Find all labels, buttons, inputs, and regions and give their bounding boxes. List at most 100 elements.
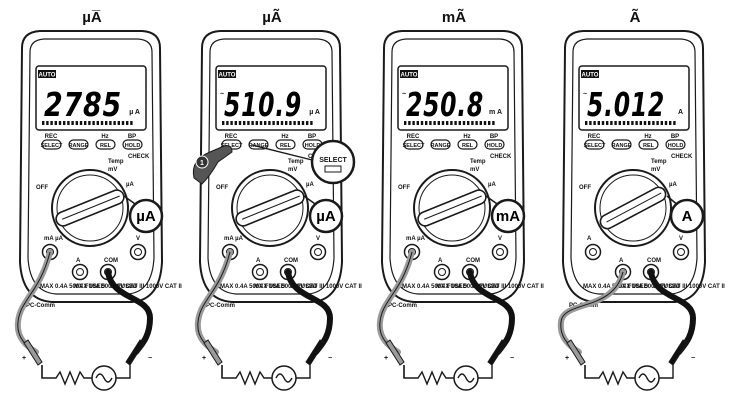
button-label: RANGE — [612, 143, 632, 149]
button-rel[interactable] — [638, 139, 659, 150]
button-range[interactable] — [611, 139, 632, 150]
jack-label-a: A — [619, 258, 624, 264]
button-label: SELECT — [41, 143, 63, 149]
input-jack-core — [677, 248, 685, 256]
input-jack-core — [76, 268, 84, 276]
input-jack-core — [256, 268, 264, 276]
button-top-label: BP — [308, 134, 316, 140]
ac-wave-icon — [275, 373, 293, 383]
brand-label: PC-Comm — [26, 303, 55, 309]
input-jack-label: mA µA — [224, 236, 244, 242]
bargraph-segment — [247, 121, 250, 125]
jack-note-right: 600V CAT III 1000V CAT II — [653, 284, 725, 290]
check-label: CHECK — [671, 154, 693, 160]
button-label: HOLD — [305, 143, 321, 149]
ac-symbol: ~ — [583, 91, 587, 98]
button-label: SELECT — [584, 143, 606, 149]
plus-sign: + — [384, 355, 388, 362]
bargraph-segment — [243, 121, 246, 125]
circuit-wire — [116, 365, 131, 379]
bargraph-segment — [84, 121, 87, 125]
bargraph-segment — [408, 121, 411, 125]
button-select[interactable] — [584, 139, 605, 150]
button-label: RANGE — [431, 143, 451, 149]
button-select[interactable] — [41, 139, 62, 150]
jack-note-left: MAX 0.4A 500V FUSED — [220, 284, 286, 290]
bargraph-segment — [618, 121, 621, 125]
meter-inner-rim — [207, 38, 335, 295]
bargraph-segment — [71, 121, 74, 125]
bargraph-segment — [46, 121, 49, 125]
meter-heading: mÃ — [442, 8, 466, 26]
check-label: CHECK — [128, 154, 150, 160]
input-jack-label: A — [587, 236, 592, 242]
bargraph-segment — [272, 121, 275, 125]
button-rel[interactable] — [457, 139, 478, 150]
lcd-screen — [397, 65, 509, 131]
bargraph-segment — [483, 121, 487, 125]
rotary-dial[interactable] — [231, 169, 309, 247]
circuit-wire — [659, 365, 674, 379]
jack-label-com: COM — [104, 258, 118, 264]
dial-pointer-line — [606, 192, 662, 223]
lcd-screen — [35, 65, 147, 131]
bargraph-segment — [614, 121, 617, 125]
button-range[interactable] — [248, 139, 269, 150]
minus-sign: − — [691, 355, 695, 362]
ac-symbol: ~ — [402, 91, 406, 98]
mode-label-temp: Temp — [470, 159, 486, 165]
meter-inner-rim — [389, 38, 517, 295]
bargraph-segment — [276, 121, 279, 125]
bargraph-segment — [293, 121, 296, 125]
button-hold[interactable] — [484, 139, 505, 150]
jack-note-mid: MAX 10A 500V FUSED — [617, 284, 681, 290]
button-range[interactable] — [430, 139, 451, 150]
button-select[interactable] — [403, 139, 424, 150]
bargraph-segment — [105, 121, 108, 125]
button-range[interactable] — [68, 139, 89, 150]
bargraph-segment — [109, 121, 112, 125]
bargraph-segment — [268, 121, 271, 125]
button-hold[interactable] — [122, 139, 143, 150]
bargraph-segment — [656, 121, 659, 125]
bargraph-segment — [589, 121, 592, 125]
bargraph-segment — [492, 121, 495, 125]
button-rel[interactable] — [275, 139, 296, 150]
auto-badge — [400, 70, 418, 78]
bargraph-segment — [660, 121, 663, 125]
rotary-dial[interactable] — [594, 169, 672, 247]
button-hold[interactable] — [665, 139, 686, 150]
meter-inner-rim — [570, 38, 698, 295]
input-jack-core — [589, 248, 597, 256]
jack-label-v: V — [498, 236, 502, 242]
brand-label: PC-Comm — [388, 303, 417, 309]
bargraph-segment — [585, 121, 588, 125]
mode-callout-label: A — [682, 208, 693, 225]
rotary-dial[interactable] — [413, 169, 491, 247]
circuit-wire — [478, 365, 493, 379]
red-probe — [203, 339, 223, 366]
lcd-screen — [578, 65, 690, 131]
bargraph-segment — [433, 121, 436, 125]
jack-note-right: 600V CAT III 1000V CAT II — [110, 284, 182, 290]
button-label: SELECT — [403, 143, 425, 149]
jack-note-left: MAX 0.4A 500V FUSED — [40, 284, 106, 290]
bargraph-segment — [635, 121, 638, 125]
lcd-value: 5.012 — [587, 85, 665, 124]
input-jack-core — [134, 248, 142, 256]
bargraph-segment — [113, 121, 116, 125]
button-label: REL — [280, 143, 292, 149]
ac-wave-icon — [638, 373, 656, 383]
mode-callout — [490, 198, 526, 234]
lcd-unit: A — [678, 109, 683, 116]
lcd-screen — [215, 65, 327, 131]
button-label: SELECT — [221, 143, 243, 149]
mode-label-mv: mV — [108, 167, 117, 173]
bargraph-segment — [121, 121, 125, 125]
rotary-dial[interactable] — [51, 169, 129, 247]
plus-sign: + — [22, 355, 26, 362]
meter-heading: µÃ — [262, 8, 282, 26]
button-rel[interactable] — [95, 139, 116, 150]
resistor-icon — [41, 365, 92, 386]
